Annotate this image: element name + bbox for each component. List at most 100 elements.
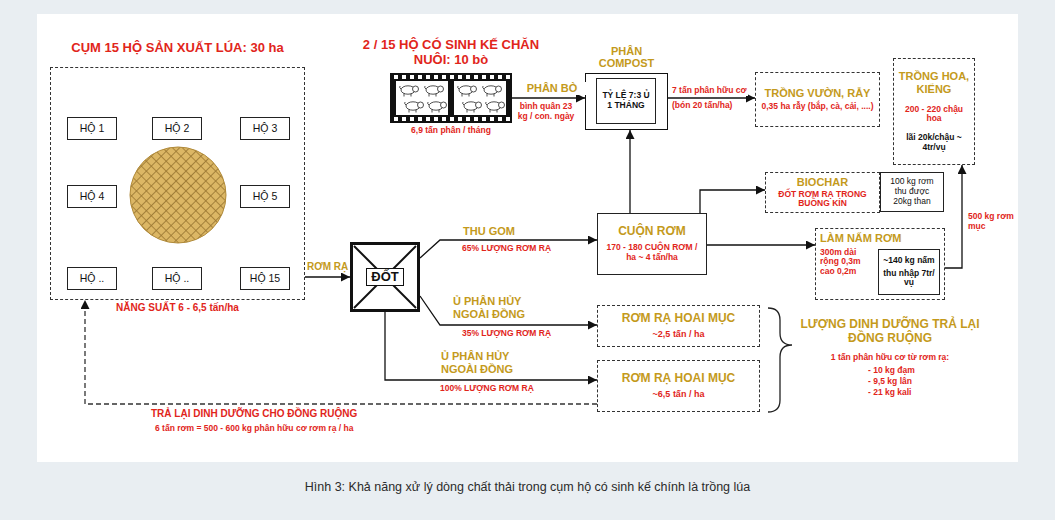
annotation: 35% LƯỢNG RƠM RẠ xyxy=(462,329,582,339)
film-strip xyxy=(390,73,512,123)
ratio-text: TỶ LỆ 7:3 Ủ 1 THÁNG xyxy=(599,91,653,111)
household-name: HỘ 15 xyxy=(250,272,280,284)
mushroom-box: LÀM NẤM RƠM300m dài rộng 0,3m cao 0,2m~1… xyxy=(815,228,945,300)
annotation: bình quân 23 kg / con. ngày xyxy=(514,102,578,122)
box-heading: LÀM NẤM RƠM xyxy=(820,232,901,245)
mushroom-yield-box: ~140 kg nấm thu nhập 7tr/ vụ xyxy=(878,249,940,295)
annotation: - 10 kg đạm xyxy=(868,366,958,376)
pig-sketch xyxy=(405,102,424,113)
annotation: - 21 kg kali xyxy=(868,388,958,398)
box-note: ~140 kg nấm xyxy=(883,256,934,266)
pig-sketch xyxy=(400,86,419,97)
household-box: HỘ 3 xyxy=(240,117,290,140)
yield-note: NĂNG SUẤT 6 - 6,5 tấn/ha xyxy=(50,302,305,314)
pig-sketch xyxy=(458,86,477,97)
annotation: 6 tấn rơm = 500 - 600 kg phân hữu cơ rơm… xyxy=(155,424,555,434)
box-heading: RƠM RẠ HOAI MỤC xyxy=(622,372,736,386)
household-name: HỘ 1 xyxy=(80,122,105,134)
box-note: 300m dài rộng 0,3m cao 0,2m xyxy=(820,248,876,277)
box-heading: TRỒNG HOA, KIỂNG xyxy=(898,70,970,95)
flow-arrow xyxy=(629,130,630,213)
compost-heading: PHÂN COMPOST xyxy=(591,45,663,70)
household-box: HỘ .. xyxy=(67,267,117,290)
pig-sketch xyxy=(425,86,444,97)
livestock-box: 2 / 15 HỘ CÓ SINH KẾ CHĂN NUÔI: 10 bò6,9… xyxy=(390,73,512,123)
box-heading: BIOCHAR xyxy=(797,176,848,189)
biochar-box: BIOCHARĐỐT RƠM RẠ TRONG BUỒNG KÍN xyxy=(765,172,880,213)
burn-cross xyxy=(354,246,416,308)
livestock-heading: 2 / 15 HỘ CÓ SINH KẾ CHĂN NUÔI: 10 bò xyxy=(362,38,540,68)
household-box: HỘ 5 xyxy=(240,185,290,208)
box-note: 170 - 180 CUỘN RƠM / ha ~ 4 tấn/ha xyxy=(602,243,702,263)
biochar-yield-box: 100 kg rơm thu được 20kg than xyxy=(880,172,944,212)
household-box: HỘ 1 xyxy=(67,117,117,140)
annotation: - 9,5 kg lân xyxy=(868,377,958,387)
pig-sketch xyxy=(486,102,505,113)
connector-label: Ủ PHÂN HỦY NGOÀI ĐỒNG xyxy=(452,295,546,320)
film-perforation xyxy=(392,75,510,79)
pig-sketch xyxy=(428,102,447,113)
box-heading: TRỒNG VƯỜN, RẪY xyxy=(765,87,871,100)
flow-arrow xyxy=(668,97,755,98)
connector-label: THU GOM xyxy=(462,225,516,238)
box-note: 100 kg rơm thu được 20kg than xyxy=(885,177,939,206)
annotation: 1 tấn phân hữu cơ từ rơm rạ: xyxy=(800,353,980,363)
rice-field-hatch xyxy=(130,147,226,243)
box-heading: RƠM RẠ HOAI MỤC xyxy=(622,312,736,326)
household-box: HỘ 15 xyxy=(240,267,290,290)
annotation: LƯỢNG DINH DƯỠNG TRẢ LẠI ĐỒNG RUỘNG xyxy=(800,318,980,346)
box-note: ĐỐT RƠM RẠ TRONG BUỒNG KÍN xyxy=(770,190,875,210)
flow-arrow xyxy=(700,190,765,213)
box-note: lãi 20k/chậu ~ 4tr/vụ xyxy=(898,133,970,153)
household-box: HỘ 4 xyxy=(67,185,117,208)
straw-roll-box: CUỘN RƠM 170 - 180 CUỘN RƠM / ha ~ 4 tấn/… xyxy=(597,213,707,275)
connector-label: Ủ PHÂN HỦY NGOÀI ĐỒNG xyxy=(440,350,534,375)
pig-sketch xyxy=(483,86,502,97)
household-name: HỘ .. xyxy=(80,272,105,284)
connector-group xyxy=(85,98,962,404)
burn-cross xyxy=(354,246,416,308)
annotation: 65% LƯỢNG RƠM RẠ xyxy=(462,244,582,254)
flow-arrow xyxy=(420,240,597,258)
panel xyxy=(37,14,1018,462)
cluster-heading: CỤM 15 HỘ SẢN XUẤT LÚA: 30 ha xyxy=(47,41,309,56)
burn-label: ĐỐT xyxy=(366,268,403,287)
pig-sketch xyxy=(463,102,482,113)
box-heading: CUỘN RƠM xyxy=(618,225,686,239)
connector-label: PHÂN BÒ xyxy=(516,82,588,95)
flow-arrow xyxy=(420,296,597,325)
connector-label: 7 tấn phân hữu cơ xyxy=(671,86,748,96)
connector-label: TRẢ LẠI DINH DƯỠNG CHO ĐỒNG RUỘNG xyxy=(150,408,358,420)
rice-field xyxy=(130,147,226,243)
box-note: ~2,5 tấn / ha xyxy=(653,329,705,339)
household-name: HỘ 3 xyxy=(253,122,278,134)
connector-label: 500 kg rơm mục xyxy=(967,212,1017,232)
manure-note: 6,9 tấn phân / tháng xyxy=(381,126,521,136)
household-name: HỘ .. xyxy=(165,272,190,284)
garden-box: TRỒNG VƯỜN, RẪY 0,35 ha rẫy (bắp, cà, cải… xyxy=(755,72,880,127)
burn-box: ĐỐT xyxy=(350,242,420,312)
flow-arrow xyxy=(707,244,815,245)
film-frame xyxy=(454,81,506,115)
flow-arrow xyxy=(945,165,962,268)
box-note: 200 - 220 chậu hoa xyxy=(898,105,970,125)
annotation: (bón 20 tấn/ha) xyxy=(672,101,752,111)
annotation: 100% LƯỢNG RƠM RẠ xyxy=(440,384,580,394)
curly-brace xyxy=(768,308,792,412)
box-note: ~6,5 tấn / ha xyxy=(653,389,705,399)
film-frame xyxy=(396,81,448,115)
household-name: HỘ 2 xyxy=(165,122,190,134)
box-note: 0,35 ha rẫy (bắp, cà, cải, ....) xyxy=(762,102,874,112)
flow-arrow xyxy=(305,276,350,277)
household-name: HỘ 5 xyxy=(253,190,278,202)
film-perforation xyxy=(392,117,510,121)
household-box: HỘ .. xyxy=(152,267,202,290)
box-note: thu nhập 7tr/ vụ xyxy=(881,269,937,289)
figure-caption: Hình 3: Khả năng xử lý dòng chất thải tr… xyxy=(0,480,1055,494)
flow-arrow xyxy=(385,312,597,380)
compost-field-box: RƠM RẠ HOAI MỤC ~6,5 tấn / ha xyxy=(597,360,760,412)
flower-box: TRỒNG HOA, KIỂNG 200 - 220 chậu hoa lãi 20… xyxy=(893,58,975,165)
flow-arrow xyxy=(512,97,585,98)
household-cluster: CỤM 15 HỘ SẢN XUẤT LÚA: 30 haNĂNG SUẤT 6… xyxy=(50,67,305,300)
